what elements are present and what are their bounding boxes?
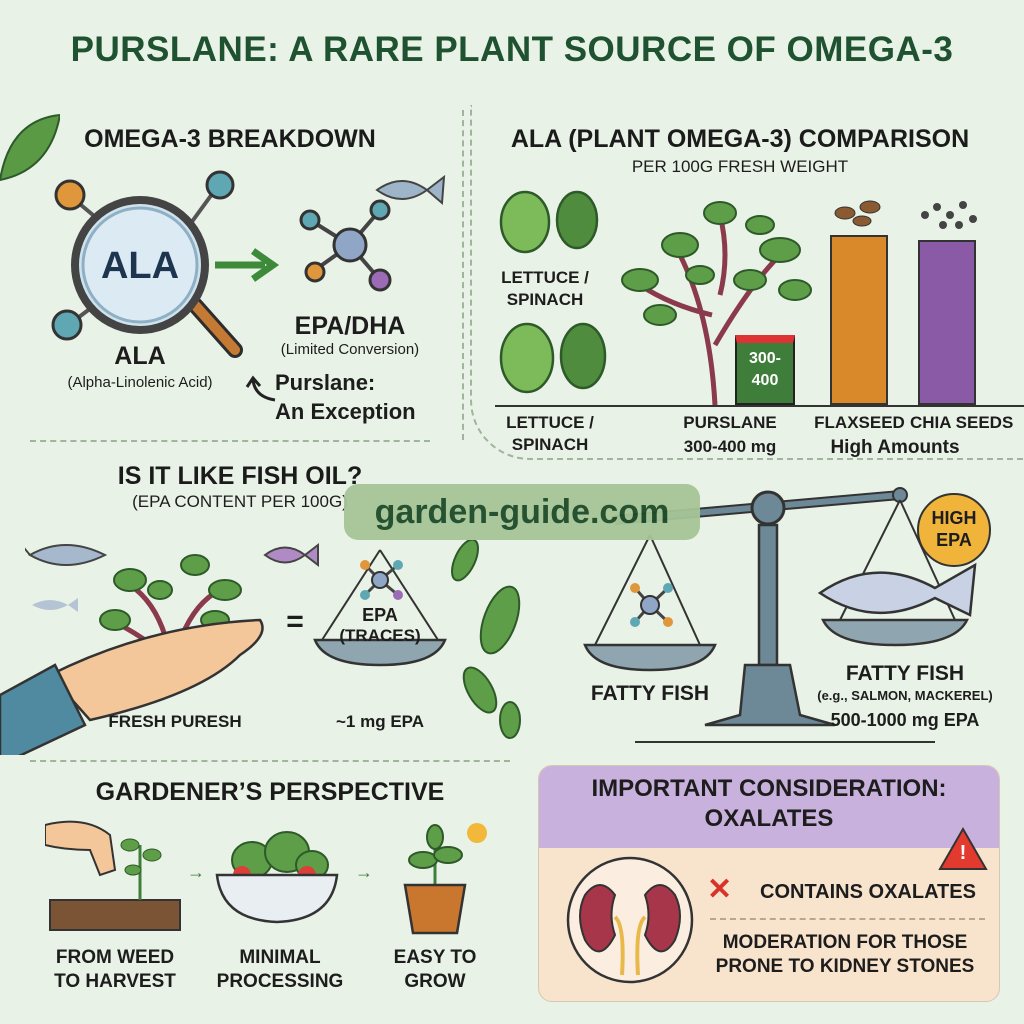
fish-icon: [263, 542, 319, 568]
purslane-amount: 300-400 mg: [683, 437, 777, 456]
gardener-heading: GARDENER’S PERSPECTIVE: [95, 778, 445, 806]
magnifier-label: ALA: [100, 245, 180, 287]
epa-line1: EPA: [362, 605, 398, 625]
divider: [710, 918, 985, 920]
warning-icon: [938, 826, 988, 870]
purslane-plant-icon: [621, 201, 812, 405]
potted-plant-icon: [403, 823, 487, 935]
x-mark-icon: ✕: [707, 873, 733, 906]
epa-amount: ~1 mg EPA: [335, 712, 425, 731]
oxalates-heading-line1: IMPORTANT CONSIDERATION:: [591, 775, 947, 802]
fish-amount: 500-1000 mg EPA: [830, 710, 980, 730]
conversion-note: (Limited Conversion): [280, 341, 420, 358]
kidney-icon: [566, 856, 694, 984]
divider: [30, 440, 430, 442]
divider: [30, 760, 510, 762]
exception-line2: An Exception: [275, 399, 416, 424]
step-2-line2: PROCESSING: [216, 971, 344, 992]
lettuce-icon: [499, 190, 599, 254]
epa-dha-molecule-icon: [299, 199, 392, 292]
chia-seeds-icon: [921, 201, 977, 229]
step-1-line2: TO HARVEST: [54, 971, 176, 992]
purslane-bar-line1: 300-: [748, 350, 782, 367]
high-epa-badge: [917, 493, 991, 567]
step-3-line2: GROW: [404, 971, 466, 992]
ala-full-name: (Alpha-Linolenic Acid): [67, 374, 213, 391]
fish-icon: [375, 174, 446, 206]
chia-bar: [918, 240, 976, 405]
fish-icon: [32, 598, 78, 612]
lettuce-bottom-line1: LETTUCE /: [506, 413, 594, 432]
step-3-line1: EASY TO: [393, 947, 477, 968]
breakdown-heading: OMEGA-3 BREAKDOWN: [84, 125, 376, 153]
page-title: PURSLANE: A RARE PLANT SOURCE OF OMEGA-3: [70, 30, 954, 69]
leaf-icon: [0, 113, 60, 182]
advice-line2: PRONE TO KIDNEY STONES: [715, 956, 975, 977]
flaxseed-label: FLAXSEED: [814, 413, 905, 432]
warning-mark: !: [959, 842, 967, 864]
chia-label: CHIA SEEDS: [910, 413, 1014, 432]
balance-scale-icon: [583, 487, 977, 743]
purslane-portion-label: FRESH PURESH: [108, 712, 242, 731]
curved-arrow-icon: [245, 375, 276, 402]
seeds-amount: High Amounts: [830, 437, 960, 458]
fish-examples: (e.g., SALMON, MACKEREL): [817, 688, 993, 703]
left-pan-label: FATTY FISH: [590, 682, 710, 705]
fish-oil-subheading: (EPA CONTENT PER 100G): [132, 492, 348, 511]
salad-bowl-icon: [215, 831, 339, 924]
comparison-heading: ALA (PLANT OMEGA-3) COMPARISON: [510, 125, 970, 153]
fish-oil-heading: IS IT LIKE FISH OIL?: [117, 462, 363, 490]
watermark-banner: garden-guide.com: [344, 484, 700, 540]
fish-icon: [25, 544, 108, 566]
step-2-line1: MINIMAL: [239, 947, 321, 968]
contains-oxalates: CONTAINS OXALATES: [760, 881, 976, 903]
ala-label: ALA: [114, 342, 166, 370]
comparison-subheading: PER 100G FRESH WEIGHT: [631, 157, 849, 176]
lettuce-top-line2: SPINACH: [506, 290, 584, 309]
purslane-label: PURSLANE: [683, 413, 777, 432]
baseline: [495, 405, 1024, 407]
epa-dha-label: EPA/DHA: [294, 312, 406, 340]
epa-line2: (TRACES): [339, 626, 421, 645]
flaxseed-icon: [834, 200, 881, 227]
comparison-frame: [470, 105, 1024, 460]
step-arrow: →: [187, 862, 205, 882]
fatty-fish-label: FATTY FISH: [845, 662, 965, 685]
epa-scale-pan-icon: [313, 549, 447, 667]
step-1-line1: FROM WEED: [55, 947, 175, 968]
vine-leaves-icon: [451, 540, 521, 739]
equals-sign: =: [286, 605, 304, 638]
purslane-bar: [735, 335, 795, 405]
lettuce-bottom-line2: SPINACH: [511, 435, 589, 454]
oxalates-header: [539, 766, 999, 848]
flaxseed-bar: [830, 235, 888, 405]
advice-line1: MODERATION FOR THOSE: [722, 932, 968, 953]
exception-line1: Purslane:: [275, 370, 376, 395]
magnifier-molecule-icon: [51, 170, 243, 358]
purslane-bar-line2: 400: [751, 372, 779, 389]
badge-line2: EPA: [936, 530, 972, 550]
step-arrow: →: [355, 862, 373, 882]
arrow-right-icon: [215, 248, 280, 282]
divider: [462, 110, 464, 440]
oxalates-heading-line2: OXALATES: [704, 805, 834, 832]
lettuce-top-line1: LETTUCE /: [501, 268, 589, 287]
planting-hand-icon: [45, 820, 181, 931]
badge-line1: HIGH: [931, 508, 977, 528]
spinach-icon: [499, 322, 607, 394]
hand-holding-purslane-icon: [0, 554, 264, 755]
